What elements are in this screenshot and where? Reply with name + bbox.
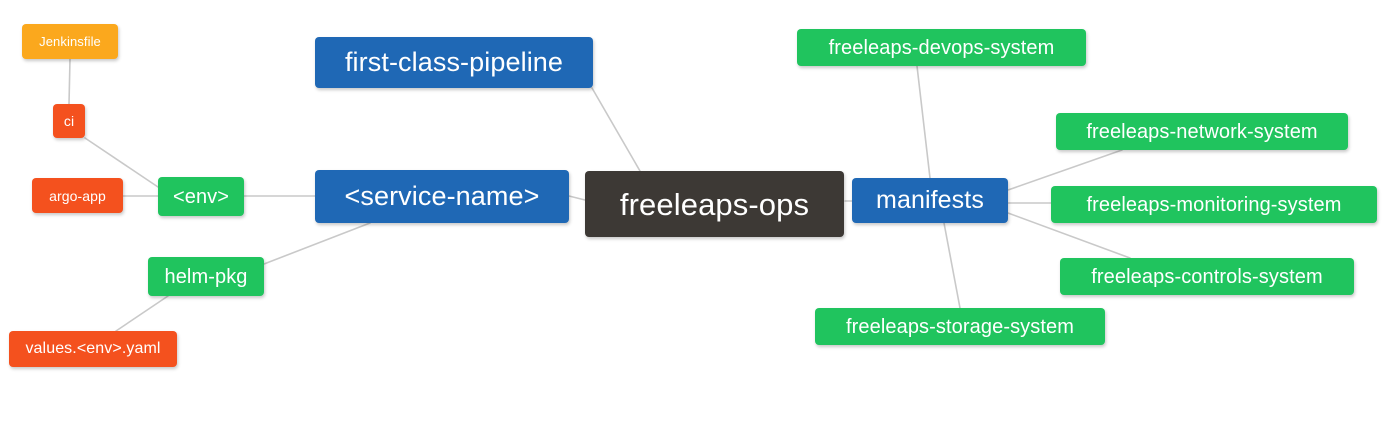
mindmap-node-service-name[interactable]: <service-name> — [315, 170, 569, 223]
edge-e-manifests-network — [1007, 149, 1123, 191]
mindmap-node-label: first-class-pipeline — [344, 47, 564, 77]
mindmap-node-label: <service-name> — [344, 181, 540, 211]
mindmap-node-freeleaps-controls-system[interactable]: freeleaps-controls-system — [1060, 258, 1354, 295]
edge-e-root-pipeline — [591, 87, 641, 172]
edge-e-helm-values — [115, 295, 169, 332]
mindmap-node-argo-app[interactable]: argo-app — [32, 178, 123, 213]
mindmap-node-first-class-pipeline[interactable]: first-class-pipeline — [315, 37, 593, 88]
mindmap-node-label: freeleaps-network-system — [1086, 120, 1318, 143]
mindmap-node-label: Jenkinsfile — [39, 34, 101, 49]
mindmap-node-label: manifests — [876, 186, 984, 214]
mindmap-node-label: <env> — [172, 185, 230, 208]
mindmap-node-values-env-yaml[interactable]: values.<env>.yaml — [9, 331, 177, 367]
edge-e-manifests-devops — [916, 65, 931, 179]
mindmap-node-freeleaps-devops-system[interactable]: freeleaps-devops-system — [797, 29, 1086, 66]
mindmap-node-manifests[interactable]: manifests — [852, 178, 1008, 223]
mindmap-node-freeleaps-network-system[interactable]: freeleaps-network-system — [1056, 113, 1348, 150]
mindmap-node-label: helm-pkg — [164, 265, 248, 288]
mindmap-node-freeleaps-monitoring-system[interactable]: freeleaps-monitoring-system — [1051, 186, 1377, 223]
mindmap-node-label: freeleaps-controls-system — [1091, 265, 1323, 288]
mindmap-node-label: ci — [63, 113, 75, 129]
mindmap-node-ci[interactable]: ci — [53, 104, 85, 138]
mindmap-node-label: argo-app — [49, 187, 106, 204]
edge-e-manifests-storage — [943, 222, 961, 309]
mindmap-node-freeleaps-ops[interactable]: freeleaps-ops — [585, 171, 844, 237]
mindmap-node-helm-pkg[interactable]: helm-pkg — [148, 257, 264, 296]
mindmap-node-label: values.<env>.yaml — [25, 340, 161, 357]
edge-e-ci-jenkinsfile — [68, 58, 71, 105]
mindmap-node-freeleaps-storage-system[interactable]: freeleaps-storage-system — [815, 308, 1105, 345]
mindmap-node-label: freeleaps-storage-system — [845, 315, 1075, 338]
edge-e-root-service — [568, 195, 586, 201]
mindmap-node-env[interactable]: <env> — [158, 177, 244, 216]
mindmap-node-label: freeleaps-ops — [619, 186, 810, 222]
mindmap-node-label: freeleaps-monitoring-system — [1086, 193, 1342, 216]
mindmap-node-label: freeleaps-devops-system — [828, 36, 1055, 59]
edge-e-service-helm — [263, 222, 371, 265]
mindmap-node-jenkinsfile[interactable]: Jenkinsfile — [22, 24, 118, 59]
